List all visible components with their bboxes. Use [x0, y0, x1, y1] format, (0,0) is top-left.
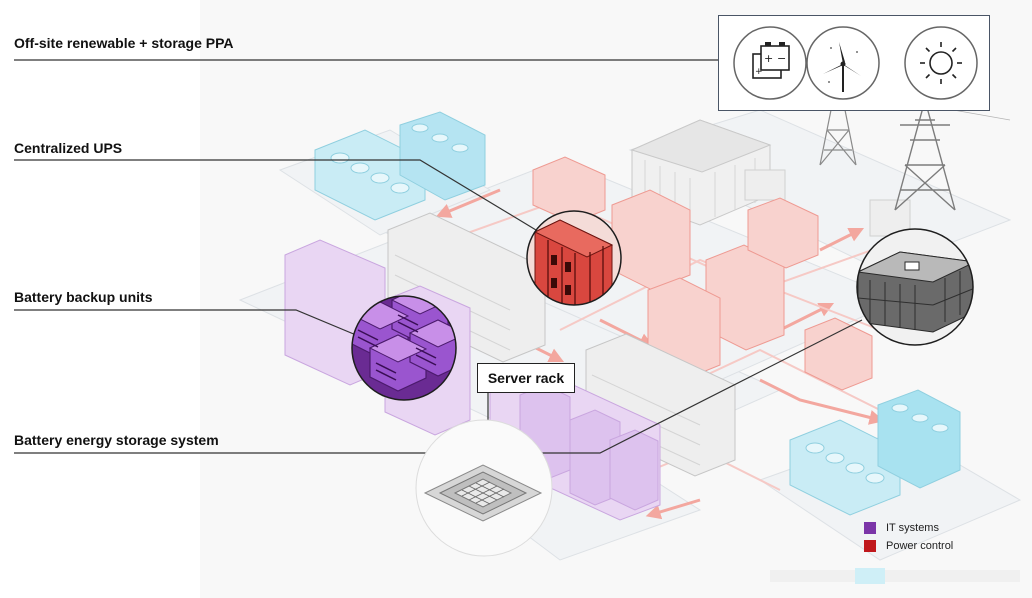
server-rack-label: Server rack: [487, 370, 565, 386]
renewable-icons-panel: + − +: [718, 15, 990, 111]
cooling-unit-top-left: [314, 111, 486, 221]
legend-item-power-control: Power control: [864, 537, 953, 555]
fade-strip: [770, 568, 1020, 584]
legend-swatch-it: [864, 522, 876, 534]
transmission-tower-right: [894, 99, 956, 211]
server-rack-callout: Server rack: [477, 363, 575, 393]
label-centralized-ups: Centralized UPS: [14, 140, 123, 156]
svg-text:−: −: [777, 52, 786, 65]
svg-text:+: +: [764, 52, 773, 65]
legend-swatch-power: [864, 540, 876, 552]
leader-lines: [14, 59, 863, 454]
label-battery-backup-units: Battery backup units: [14, 289, 153, 305]
renewable-icons: + − +: [733, 26, 978, 100]
server-rack-chip: [415, 419, 553, 557]
label-offsite-ppa: Off-site renewable + storage PPA: [14, 35, 234, 51]
svg-text:+: +: [755, 67, 763, 77]
cooling-unit-bottom-right: [789, 389, 961, 516]
legend-label-power: Power control: [886, 540, 954, 552]
it-hall-cabinets: [519, 384, 659, 511]
battery-icon: + − +: [733, 26, 807, 100]
sun-icon: [904, 26, 978, 100]
legend: IT systems Power control: [864, 519, 953, 555]
centralized-ups-zoom: [526, 210, 622, 306]
label-battery-energy-storage: Battery energy storage system: [14, 432, 219, 448]
legend-item-it-systems: IT systems: [864, 519, 953, 537]
wind-turbine-icon: [806, 26, 880, 100]
battery-storage-zoom: [856, 228, 974, 346]
battery-backup-zoom: [351, 295, 457, 401]
legend-label-it: IT systems: [886, 522, 939, 534]
